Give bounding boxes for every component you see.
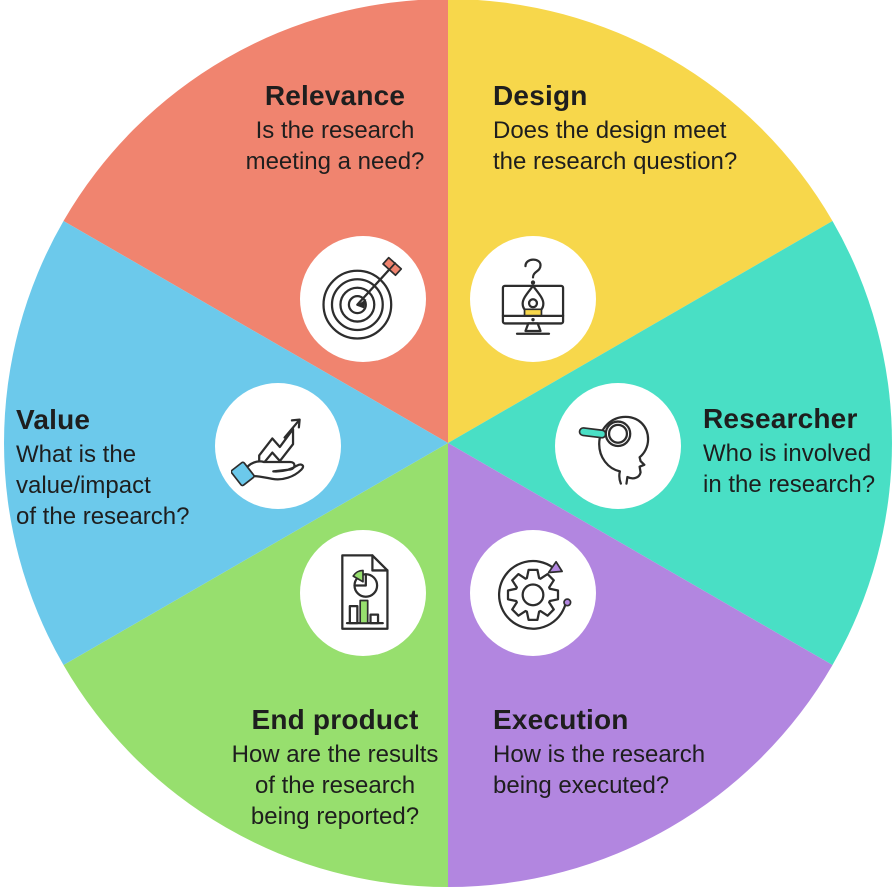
execution-icon-circle: [470, 530, 596, 656]
target-with-arrow-icon: [322, 256, 403, 340]
segment-title: End product: [251, 704, 419, 735]
segment-desc-line: of the research: [254, 772, 416, 799]
segment-end-product-label: End product How are the results of the r…: [170, 703, 500, 832]
segment-title: Relevance: [264, 80, 406, 111]
segment-execution-label: Execution How is the research being exec…: [493, 703, 773, 801]
segment-desc-line: Does the design meet: [493, 117, 727, 144]
segment-design-label: Design Does the design meet the research…: [493, 79, 793, 177]
segment-desc-line: being executed?: [493, 772, 670, 799]
segment-title: Execution: [493, 704, 629, 735]
monitor-pen-question-icon: [501, 258, 565, 335]
segment-desc-line: meeting a need?: [245, 148, 425, 175]
segment-desc-line: What is the: [16, 441, 137, 468]
end-product-icon-circle: [300, 530, 426, 656]
segment-researcher-label: Researcher Who is involved in the resear…: [703, 402, 896, 500]
segment-desc-line: Who is involved: [703, 440, 872, 467]
segment-desc-line: How is the research: [493, 741, 706, 768]
hand-with-growth-chart-icon: [231, 418, 305, 487]
value-icon-circle: [215, 383, 341, 509]
segment-desc-line: Is the research: [255, 117, 415, 144]
segment-value-label: Value What is the value/impact of the re…: [16, 403, 231, 532]
segment-relevance-label: Relevance Is the research meeting a need…: [170, 79, 500, 177]
segment-title: Design: [493, 80, 588, 111]
researcher-icon-circle: [555, 383, 681, 509]
design-icon-circle: [470, 236, 596, 362]
relevance-icon-circle: [300, 236, 426, 362]
report-with-charts-icon: [341, 554, 389, 630]
segment-desc-line: How are the results: [231, 741, 439, 768]
head-with-magnifier-icon: [578, 415, 650, 485]
segment-desc-line: of the research?: [16, 503, 190, 530]
gear-with-cycle-arrow-icon: [497, 559, 572, 630]
segment-desc-line: the research question?: [493, 148, 738, 175]
segment-desc-line: being reported?: [250, 803, 420, 830]
segment-title: Value: [16, 404, 91, 435]
segment-desc-line: value/impact: [16, 472, 151, 499]
segment-title: Researcher: [703, 403, 858, 434]
segment-desc-line: in the research?: [703, 471, 876, 498]
